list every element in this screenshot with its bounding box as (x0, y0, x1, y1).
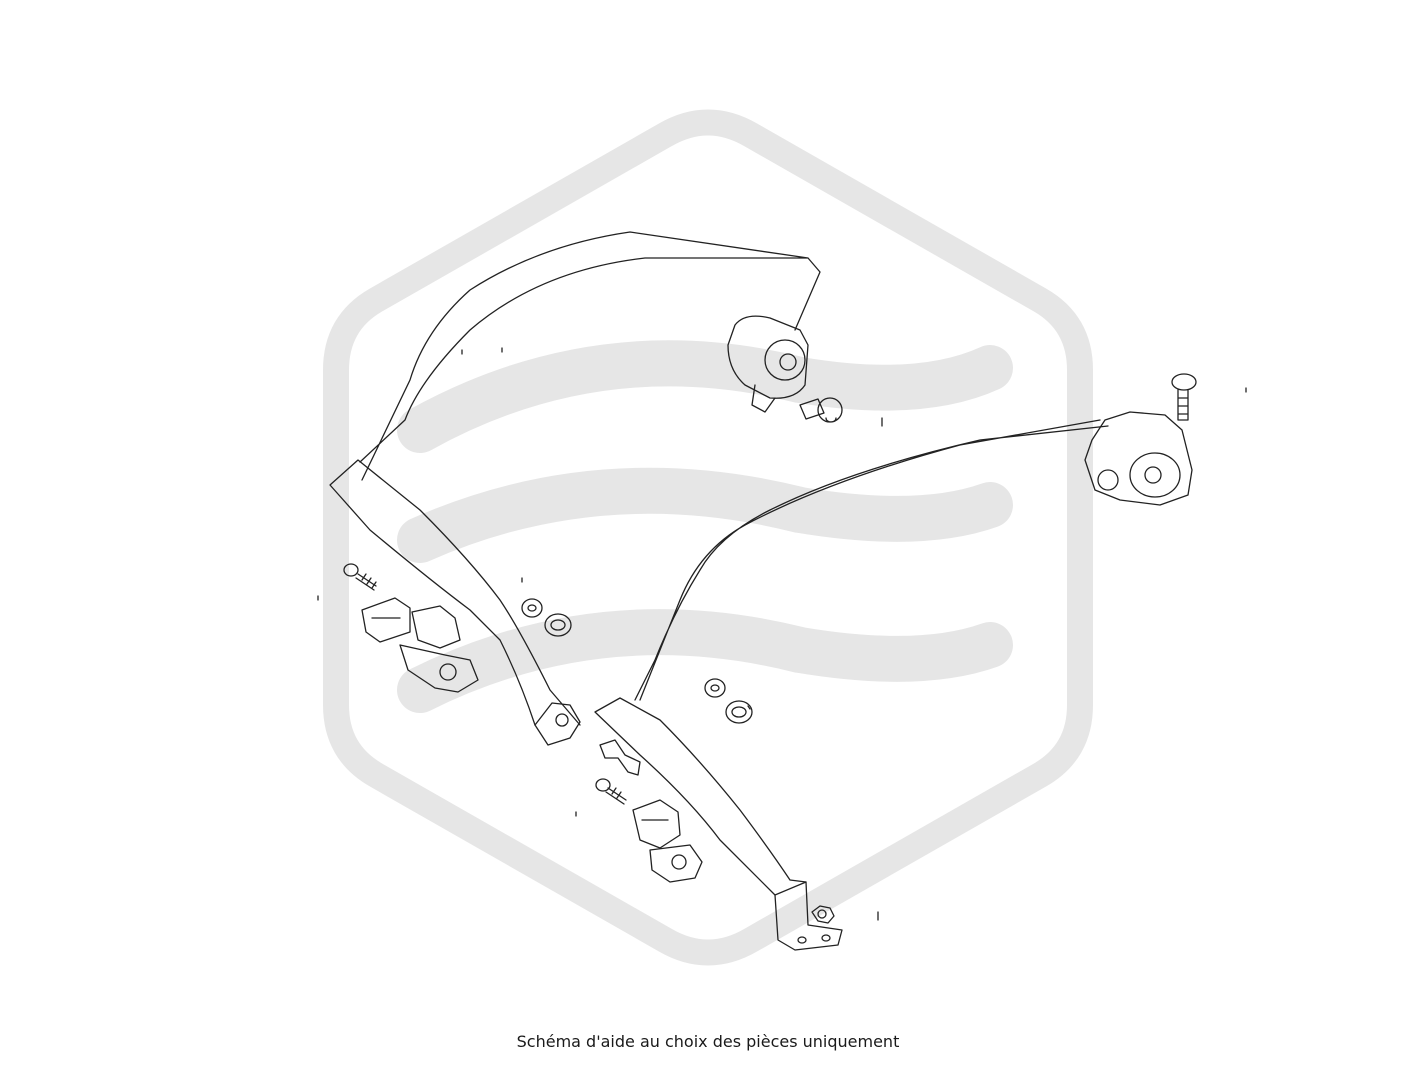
center-tongue-bracket (599, 739, 641, 776)
washer-pair-left (521, 598, 572, 637)
left-buckle (361, 597, 479, 693)
front-upper-retractor (727, 315, 809, 413)
buckle-bolt-left (343, 563, 377, 591)
rear-right-retractor (1084, 411, 1193, 506)
watermark-wave-3 (397, 609, 1013, 713)
buckle-bolt-center (595, 778, 627, 805)
diagram-caption: Schéma d'aide au choix des pièces unique… (516, 1032, 900, 1051)
bottom-bracket-holes (797, 934, 831, 944)
watermark-wave-2 (397, 467, 1013, 563)
anchor-nut-bottom (811, 905, 835, 924)
bottom-anchor-bracket (774, 881, 843, 951)
left-anchor-bracket (534, 702, 581, 746)
parts-drawing (317, 231, 1247, 951)
left-lap-belt (329, 459, 581, 726)
washer-pair-center (704, 678, 753, 724)
left-shoulder-belt (359, 231, 821, 481)
center-buckle (632, 799, 703, 883)
retractor-bolt-right (1171, 373, 1197, 421)
right-shoulder-belt (634, 419, 1109, 701)
watermark-logo (323, 109, 1093, 966)
stray-marks (317, 347, 1247, 921)
watermark-hexagon (323, 109, 1093, 966)
watermark-wave-1 (397, 340, 1013, 453)
right-lap-belt (594, 697, 807, 896)
retractor-bolt-top (799, 397, 843, 423)
